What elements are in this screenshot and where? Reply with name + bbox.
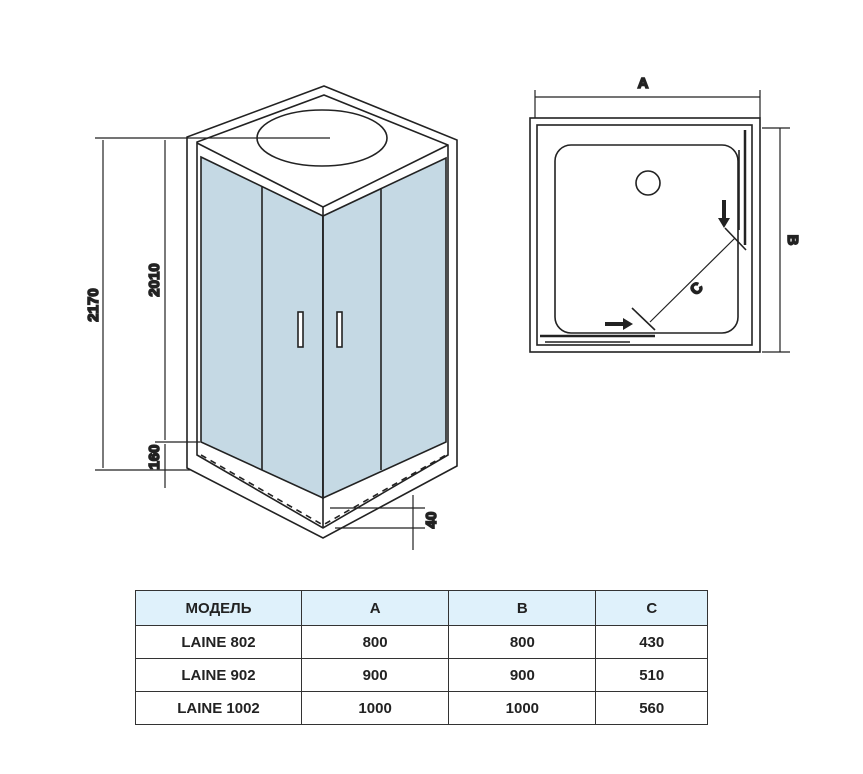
- header-model: МОДЕЛЬ: [135, 590, 302, 626]
- cell-b: 1000: [448, 691, 597, 725]
- header-b: B: [448, 590, 597, 626]
- cell-c: 560: [595, 691, 708, 725]
- shower-plan-view: [529, 90, 790, 353]
- cell-a: 1000: [300, 691, 450, 725]
- cell-b: 900: [448, 658, 597, 692]
- plan-label-b: B: [784, 235, 801, 246]
- cell-c: 510: [595, 658, 708, 692]
- dimension-lines: [95, 137, 425, 550]
- plan-label-a: A: [638, 75, 649, 92]
- cell-model: LAINE 802: [135, 625, 302, 659]
- door-handle-left: [297, 311, 304, 348]
- cell-model: LAINE 902: [135, 658, 302, 692]
- model-dimensions-table: МОДЕЛЬ A B C LAINE 802 800 800 430 LAINE…: [135, 590, 708, 725]
- dim-total-height: 2170: [85, 288, 102, 321]
- dim-tray-depth: 40: [423, 512, 440, 529]
- drain-icon: [635, 170, 661, 196]
- dim-cabin-height: 2010: [146, 263, 163, 296]
- technical-drawing: 2170 2010 160 40 A B C: [84, 74, 802, 550]
- shower-cabin-isometric: [186, 85, 458, 539]
- table-row: LAINE 1002 1000 1000 560: [135, 691, 708, 725]
- table-row: LAINE 902 900 900 510: [135, 658, 708, 692]
- cell-b: 800: [448, 625, 597, 659]
- cell-model: LAINE 1002: [135, 691, 302, 725]
- table-header-row: МОДЕЛЬ A B C: [135, 590, 708, 626]
- cell-a: 800: [300, 625, 450, 659]
- cell-c: 430: [595, 625, 708, 659]
- dim-base-height: 160: [146, 444, 163, 469]
- header-c: C: [595, 590, 708, 626]
- cell-a: 900: [300, 658, 450, 692]
- door-handle-right: [336, 311, 343, 348]
- header-a: A: [300, 590, 450, 626]
- table-row: LAINE 802 800 800 430: [135, 625, 708, 659]
